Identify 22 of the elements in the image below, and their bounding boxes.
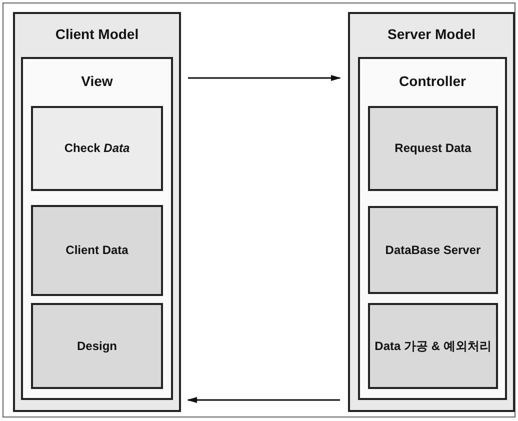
controller-box bbox=[358, 57, 507, 400]
box-heading: View bbox=[80, 73, 114, 89]
box-heading: Server Model bbox=[386, 26, 476, 42]
box-label: DataBase Server bbox=[385, 242, 481, 258]
box-label: Data 가공 & 예외처리 bbox=[374, 338, 492, 354]
box-heading: Client Model bbox=[54, 26, 140, 42]
arrow bbox=[187, 397, 340, 403]
component-box bbox=[368, 206, 498, 294]
model-box bbox=[348, 12, 515, 412]
component-box bbox=[368, 303, 498, 389]
box-label: Design bbox=[76, 338, 117, 354]
component-box bbox=[31, 303, 163, 389]
box-label: Check Data bbox=[64, 140, 130, 157]
arrow bbox=[188, 75, 341, 81]
box-label: Client Data bbox=[66, 242, 128, 259]
box-label: Request Data bbox=[394, 140, 472, 157]
component-box bbox=[31, 106, 163, 191]
component-box bbox=[368, 106, 498, 191]
view-box bbox=[21, 57, 173, 400]
component-box bbox=[31, 205, 163, 296]
box-heading: Controller bbox=[398, 73, 467, 89]
model-box bbox=[13, 12, 181, 412]
